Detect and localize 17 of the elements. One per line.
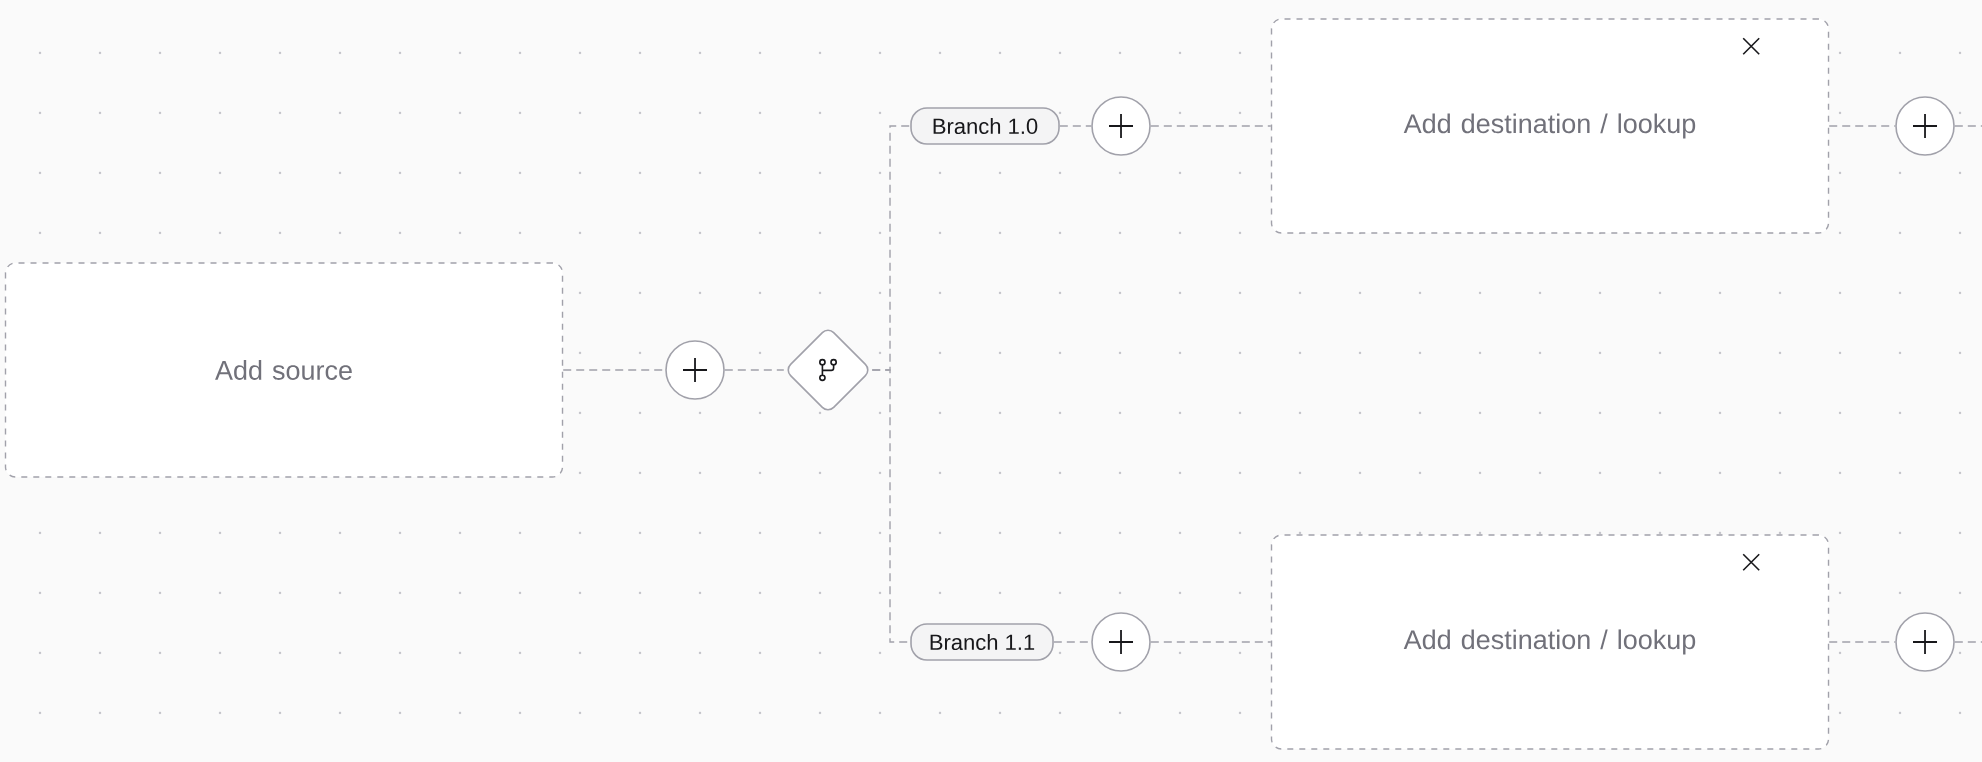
connector-line [1150,125,1272,127]
connector-line [1828,641,1896,643]
destination-box: Add destination / lookup [1270,534,1830,750]
branch-tag: Branch 1.0 [910,107,1060,145]
connector-line [724,369,785,371]
connector-line [1828,125,1896,127]
add-step-button [665,340,725,400]
add-step-button [1895,96,1955,156]
add-step-button [1091,612,1151,672]
destination-box: Add destination / lookup [1270,18,1830,234]
add-step-button [1091,96,1151,156]
source-box: Add source [4,262,564,478]
branch-tag: Branch 1.1 [910,623,1054,661]
connector-line [1150,641,1272,643]
connector-line [1059,125,1092,127]
branch-diamond [787,329,869,411]
add-step-button [1895,612,1955,672]
